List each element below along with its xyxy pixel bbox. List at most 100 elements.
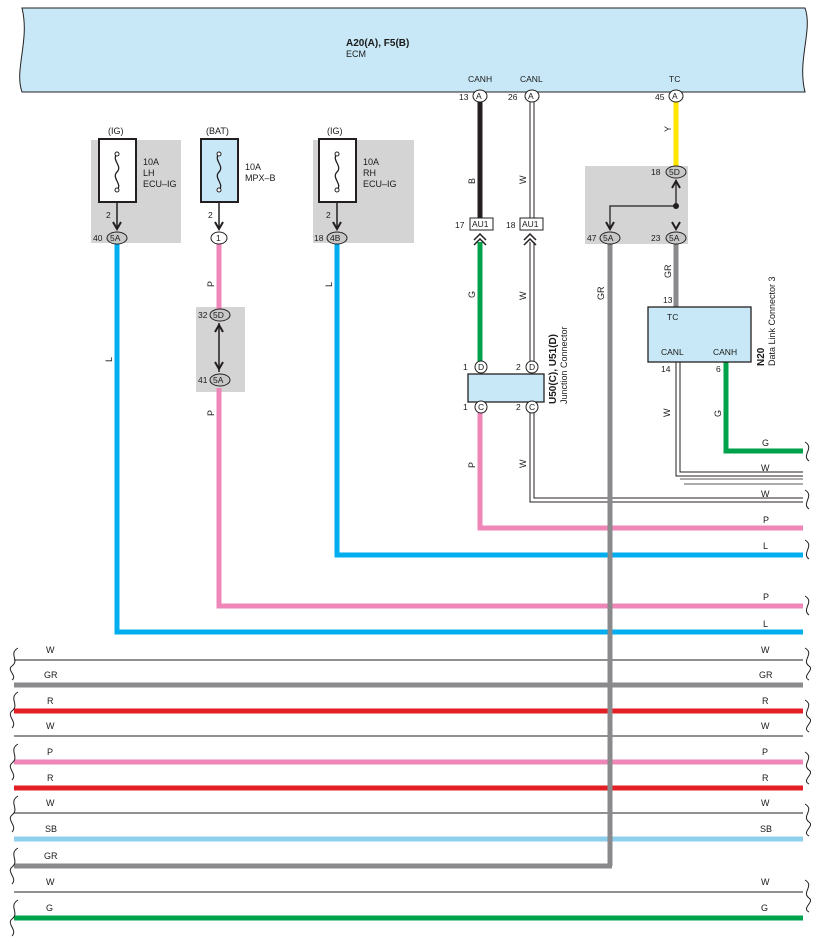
junction-title: U50(C), U51(D) (548, 334, 559, 404)
ecm-name: ECM (346, 49, 366, 59)
junction-name: Junction Connector (559, 326, 569, 404)
wire-canl-w2 (529, 242, 535, 362)
au-canl-label: AU1 (522, 219, 539, 229)
ecm-pin-canl: CANL 26 A (508, 74, 543, 103)
bus-left-10: G (46, 903, 53, 913)
right-label-g: G (762, 438, 769, 448)
fuse-lh-name: LH (143, 168, 155, 178)
dlc-pin14: 14 (661, 364, 671, 374)
right-label-w2: W (761, 489, 770, 499)
ecm-tc-signal: TC (669, 74, 680, 84)
wire-dlc-w (675, 362, 803, 477)
ecm-block (19, 7, 808, 93)
label-canh-g: G (467, 291, 477, 298)
pconn-bot: 5A (213, 375, 224, 385)
fuse-bat-outpin: 2 (208, 210, 213, 220)
junction-dconn-a: D (478, 362, 484, 372)
ecm-tc-num: 45 (655, 92, 665, 102)
bus-left-3: W (46, 721, 55, 731)
bus-left-9: W (46, 877, 55, 887)
bus-wires (14, 659, 803, 921)
junction-c2: 2 (516, 402, 521, 412)
fuse-lh-circuit: ECU–IG (143, 179, 177, 189)
dlc-pin6: 6 (716, 364, 721, 374)
fuse-lh-conn: 5A (110, 233, 121, 243)
ecm-canh-num: 13 (459, 92, 469, 102)
bus-right-5: R (762, 773, 769, 783)
wire-canl-w1 (529, 102, 535, 218)
dlc-canh: CANH (713, 347, 737, 357)
dlc-tc: TC (667, 312, 678, 322)
gray-pin47-num: 47 (587, 233, 597, 243)
dlc-name: Data Link Connector 3 (767, 276, 777, 366)
right-label-l1: L (763, 541, 768, 551)
label-tc-y: Y (663, 126, 673, 132)
dlc-pin13: 13 (663, 295, 673, 305)
ecm-canl-signal: CANL (520, 74, 543, 84)
fuse-bat-rating: 10A (245, 162, 261, 172)
fuse-lh-rating: 10A (143, 157, 159, 167)
bus-right-9: W (761, 877, 770, 887)
bus-left-0: W (46, 645, 55, 655)
wire-rh-l (334, 244, 803, 558)
junction-cconn-b: C (529, 402, 535, 412)
gray-pin18-conn: 5D (669, 167, 680, 177)
wire-lh-l (114, 244, 803, 635)
pconn-bot-num: 41 (198, 375, 208, 385)
au-canh-num: 17 (455, 220, 465, 230)
fuse-rh (318, 138, 357, 203)
fuse-rh-connnum: 18 (314, 233, 324, 243)
bus-left-6: W (46, 798, 55, 808)
bus-left-1: GR (44, 670, 58, 680)
fuse-rh-conn: 4B (330, 233, 341, 243)
fuse-lh-supply: (IG) (108, 126, 124, 136)
label-tc-gr: GR (663, 264, 673, 278)
label-bat-p2: P (206, 410, 216, 416)
fuse-bat (200, 138, 239, 203)
bus-left-2: R (47, 696, 54, 706)
gray-pin23-num: 23 (651, 233, 661, 243)
dlc-code: N20 (756, 347, 767, 366)
bus-right-4: P (762, 747, 768, 757)
label-canl-w1: W (518, 175, 528, 184)
ecm-canl-num: 26 (508, 92, 518, 102)
break-marks (9, 441, 811, 937)
label-lh-l: L (104, 357, 114, 362)
pconn-top: 5D (213, 310, 224, 320)
au-canh-label: AU1 (472, 219, 489, 229)
dlc-canl: CANL (661, 347, 684, 357)
label-canl-w2: W (518, 291, 528, 300)
junction-d2: 2 (516, 362, 521, 372)
ecm-canl-conn: A (528, 91, 534, 101)
bus-right-6: W (761, 798, 770, 808)
fuse-rh-outpin: 2 (326, 210, 331, 220)
wire-dlc-g (723, 362, 803, 454)
junction-dconn-b: D (529, 362, 535, 372)
bus-right-7: SB (760, 824, 772, 834)
wire-dlc-w-extra (680, 478, 803, 485)
label-canl-w3: W (518, 459, 528, 468)
label-canh-b: B (467, 178, 477, 184)
right-label-l2: L (763, 619, 768, 629)
right-label-w1: W (761, 463, 770, 473)
bus-right-10: G (761, 903, 768, 913)
label-dlc-g: G (713, 410, 723, 417)
fuse-bat-name: MPX–B (245, 173, 276, 183)
ecm-pin-canh: CANH 13 A (459, 74, 492, 103)
right-label-p2: P (763, 592, 769, 602)
fuse-lh-outpin: 2 (106, 210, 111, 220)
wire-canl-w3 (529, 413, 803, 503)
fuse-rh-circuit: ECU–IG (363, 179, 397, 189)
bus-left-5: R (47, 773, 54, 783)
junction-cconn-a: C (478, 402, 484, 412)
bus-left-4: P (47, 747, 53, 757)
junction-connector (467, 373, 545, 403)
junction-c1: 1 (463, 402, 468, 412)
bus-left-8: GR (44, 851, 58, 861)
pconn-top-num: 32 (198, 310, 208, 320)
bus-right-1: GR (759, 670, 773, 680)
junction-d1: 1 (463, 362, 468, 372)
bus-right-0: W (761, 645, 770, 655)
gray-pin47-conn: 5A (603, 233, 614, 243)
label-gr-left: GR (596, 286, 606, 300)
